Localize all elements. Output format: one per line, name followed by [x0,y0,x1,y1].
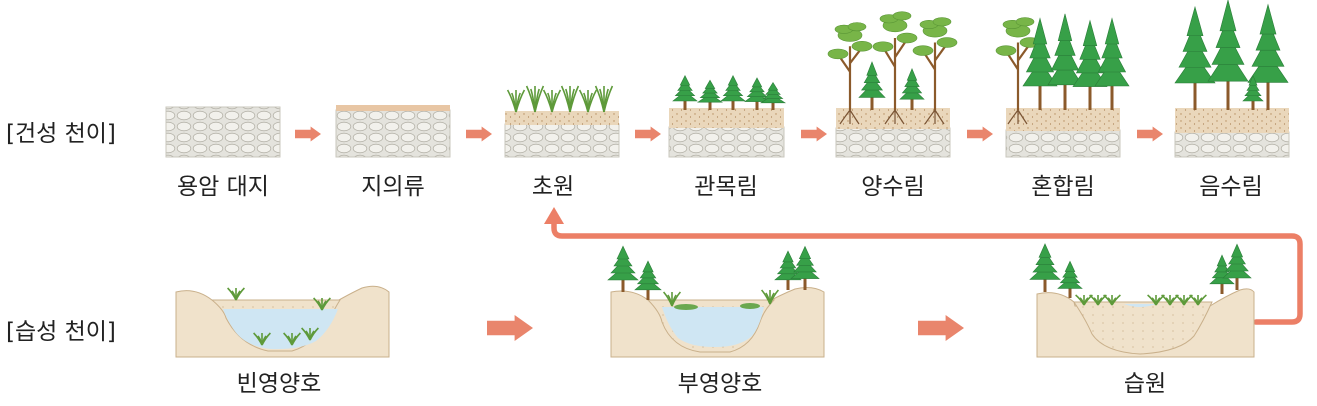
grass-tuft [662,291,682,307]
conifer-tree [1072,19,1108,110]
conifer-tree [1174,5,1216,110]
shade-tolerant-forest-illustration [1174,0,1290,158]
conifer-tree [899,67,925,110]
right-arrow-icon [635,126,661,142]
stage-label-mixed-forest: 혼합림 [1031,174,1094,200]
grass-tuft [760,289,780,305]
lichen-illustration [335,105,451,158]
wet-succession-label: [습성 천이] [6,319,116,345]
right-arrow-icon [918,315,964,341]
grass-tuft [594,85,614,113]
oligotrophic-lake-illustration [175,285,390,358]
conifer-tree [697,79,723,110]
eutrophic-lake-illustration [607,245,825,358]
conifer-tree [1047,13,1083,110]
deciduous-tree [995,17,1041,125]
conifer-tree [1247,3,1289,110]
conifer-tree [858,61,886,110]
conifer-tree [1207,0,1249,110]
right-arrow-icon [1137,126,1163,142]
up-arrow-icon [544,207,564,224]
right-arrow-icon [466,126,492,142]
conifer-tree [1029,243,1061,292]
right-arrow-icon [295,126,321,142]
stage-label-lichen: 지의류 [361,174,424,200]
conifer-tree [607,245,639,292]
grass-tuft [253,332,271,346]
stage-label-wetland: 습원 [1124,371,1166,397]
grass-tuft [1147,294,1165,306]
stage-label-sun-forest: 양수림 [861,174,924,200]
conifer-tree [774,250,802,290]
right-arrow-icon [487,315,533,341]
grass-tuft [1161,294,1179,306]
grass-tuft [560,85,580,113]
conifer-tree [672,74,698,110]
grass-tuft [542,89,562,113]
conifer-tree [634,260,662,300]
deciduous-tree [827,22,873,125]
stage-label-grassland: 초원 [532,174,574,200]
stage-label-eutrophic-lake: 부영양호 [678,371,763,397]
conifer-tree [744,77,770,110]
sun-tolerant-forest-illustration [827,11,958,158]
conifer-tree [759,81,787,110]
grass-tuft [301,327,319,341]
mixed-forest-illustration [995,13,1130,158]
wetland-illustration [1029,243,1255,358]
grass-tuft [227,287,245,301]
conifer-tree [1094,17,1130,110]
conifer-tree [790,245,820,290]
grass-tuft [1103,294,1121,306]
grass-tuft [1075,294,1093,306]
conifer-tree [720,74,746,110]
grass-tuft [578,89,598,113]
lava-plateau-illustration [165,106,281,158]
grass-tuft [1189,294,1207,306]
grass-tuft [313,297,331,311]
shrubland-illustration [668,74,787,158]
wetland-to-grassland-connector [544,207,1303,325]
dry-succession-label: [건성 천이] [6,121,116,147]
grass-tuft [283,332,301,346]
stage-label-lava-plateau: 용암 대지 [177,174,269,200]
right-arrow-icon [967,126,993,142]
stage-label-shrubland: 관목림 [694,174,757,200]
right-arrow-icon [801,126,827,142]
conifer-tree [1057,260,1083,298]
conifer-tree [1222,243,1252,290]
grassland-illustration [504,85,620,158]
conifer-tree [1022,17,1058,110]
grass-tuft [506,89,526,113]
deciduous-tree [872,11,918,125]
grass-tuft [1175,294,1193,306]
stage-label-oligotrophic-lake: 빈영양호 [237,371,322,397]
grass-tuft [1089,294,1107,306]
stage-label-shade-forest: 음수림 [1199,174,1262,200]
grass-tuft [525,85,545,113]
conifer-tree [1242,74,1264,110]
deciduous-tree [912,17,958,125]
